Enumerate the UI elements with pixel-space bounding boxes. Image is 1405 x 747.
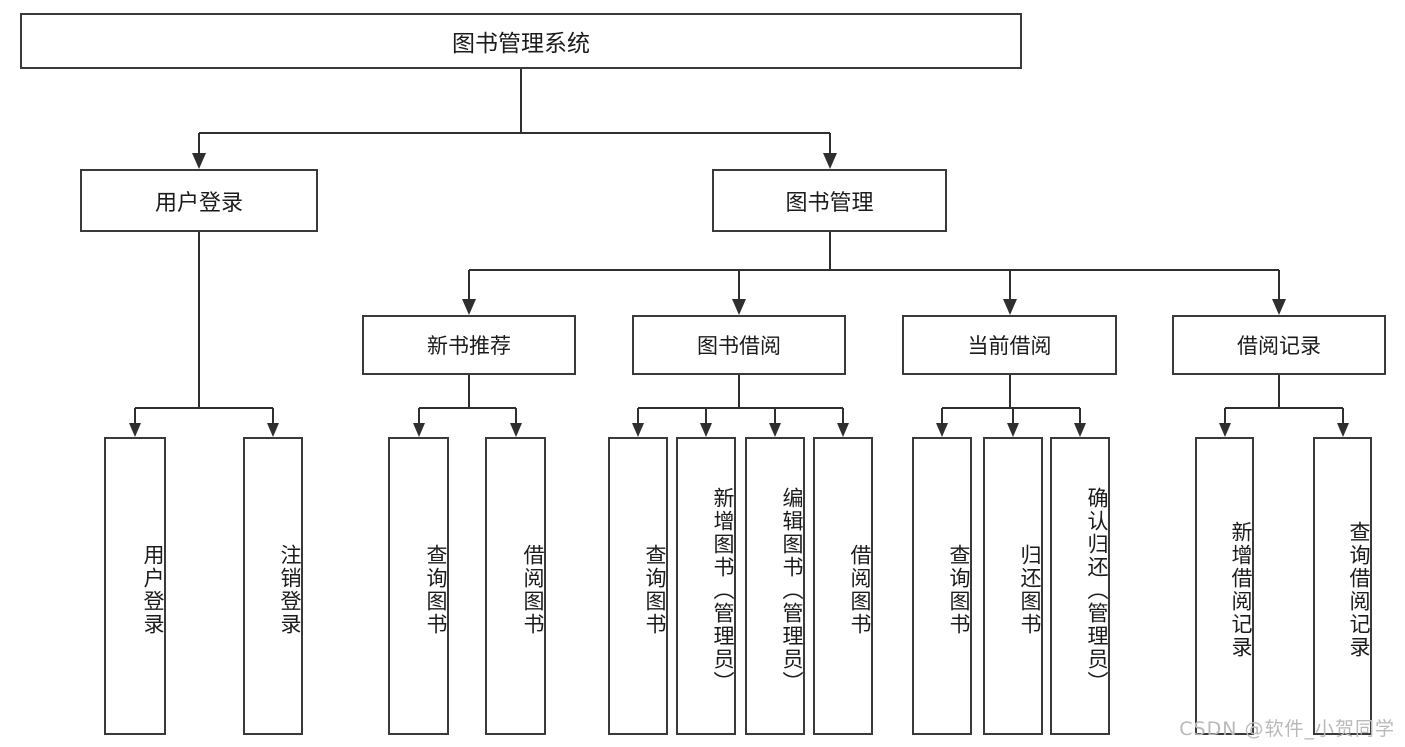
connector-to-level2-2 [1008, 270, 1011, 299]
node-label: 用户登录 [141, 544, 165, 636]
connector-to-level1-1 [828, 133, 831, 153]
node-leaf-0[interactable]: 用户登录 [104, 437, 166, 735]
connector-to-level2-3 [1278, 270, 1280, 299]
connector-user-bus [135, 407, 273, 409]
node-label: 借阅图书 [848, 544, 872, 636]
arrow-head-icon-leaf-2-0 [936, 423, 948, 437]
connector-book-bus [469, 269, 1279, 271]
connector-user-stem [198, 232, 200, 408]
arrow-head-icon-leaf-1-2 [769, 423, 781, 437]
node-label: 图书借阅 [697, 334, 781, 358]
node-leaf-6[interactable]: 编辑图书（管理员） [745, 437, 805, 735]
arrow-head-icon-level2-0 [462, 299, 476, 315]
connector-book-stem [828, 232, 831, 270]
connector-to-leaf-3-0 [1223, 408, 1226, 423]
arrow-head-icon-leaf-0-1 [509, 423, 522, 437]
node-leaf-10[interactable]: 确认归还（管理员） [1050, 437, 1110, 735]
connector-to-userleaf-1 [272, 408, 274, 423]
arrow-head-icon-leaf-2-1 [1007, 423, 1019, 437]
node-label: 新书推荐 [427, 334, 511, 358]
connector-to-leaf-0-1 [514, 408, 517, 423]
node-leaf-3[interactable]: 借阅图书 [485, 437, 546, 735]
arrow-head-icon-level2-2 [1002, 299, 1017, 315]
connector-stem-1 [738, 375, 740, 408]
node-label: 查询图书 [643, 544, 667, 636]
node-label: 图书管理 [785, 190, 874, 216]
arrow-head-icon-level1-0 [192, 153, 206, 169]
connector-to-userleaf-0 [134, 408, 136, 423]
csdn-watermark: CSDN @软件_小贺同学 [1179, 718, 1395, 740]
node-label: 图书管理系统 [452, 31, 590, 57]
connector-root-stem [520, 69, 522, 133]
connector-bus-3 [1224, 407, 1343, 409]
connector-bus-0 [418, 407, 516, 409]
node-leaf-8[interactable]: 查询图书 [912, 437, 972, 735]
node-leaf-9[interactable]: 归还图书 [983, 437, 1043, 735]
connector-to-leaf-2-0 [941, 408, 943, 423]
connector-to-level1-0 [198, 133, 200, 153]
connector-to-leaf-2-1 [1012, 408, 1014, 423]
arrow-head-icon-level1-1 [822, 153, 837, 169]
node-leaf-12[interactable]: 查询借阅记录 [1313, 437, 1372, 735]
arrow-head-icon-leaf-3-1 [1336, 423, 1349, 437]
connector-to-leaf-1-2 [774, 408, 776, 423]
arrow-head-icon-leaf-2-2 [1074, 423, 1086, 437]
node-leaf-5[interactable]: 新增图书（管理员） [676, 437, 736, 735]
arrow-head-icon-level2-1 [732, 299, 746, 315]
node-level2-2[interactable]: 当前借阅 [902, 315, 1117, 375]
connector-to-leaf-3-1 [1341, 408, 1344, 423]
connector-to-leaf-0-0 [417, 408, 420, 423]
node-level2-1[interactable]: 图书借阅 [632, 315, 846, 375]
node-leaf-7[interactable]: 借阅图书 [813, 437, 873, 735]
connector-stem-2 [1008, 375, 1011, 408]
node-level2-0[interactable]: 新书推荐 [362, 315, 576, 375]
arrow-head-icon-userleaf-1 [267, 423, 279, 437]
connector-to-level2-0 [468, 270, 470, 299]
node-label: 当前借阅 [967, 334, 1052, 358]
node-leaf-2[interactable]: 查询图书 [388, 437, 449, 735]
arrow-head-icon-leaf-3-0 [1218, 423, 1231, 437]
node-label: 查询借阅记录 [1347, 521, 1371, 659]
node-label: 新增图书（管理员） [711, 486, 735, 694]
node-level1-1[interactable]: 图书管理 [712, 169, 947, 232]
node-label: 查询图书 [424, 544, 448, 636]
node-label: 编辑图书（管理员） [780, 486, 804, 694]
arrow-head-icon-leaf-0-0 [412, 423, 425, 437]
connector-root-bus [199, 132, 830, 134]
node-label: 注销登录 [278, 544, 302, 636]
node-label: 借阅图书 [521, 544, 545, 636]
arrow-head-icon-leaf-1-1 [700, 423, 712, 437]
arrow-head-icon-leaf-1-0 [632, 423, 644, 437]
connector-to-leaf-1-1 [705, 408, 707, 423]
connector-to-level2-1 [738, 270, 740, 299]
node-leaf-4[interactable]: 查询图书 [608, 437, 668, 735]
arrow-head-icon-userleaf-0 [129, 423, 141, 437]
arrow-head-icon-leaf-1-3 [837, 423, 849, 437]
node-label: 用户登录 [154, 190, 243, 216]
node-label: 新增借阅记录 [1229, 521, 1253, 659]
arrow-head-icon-level2-3 [1272, 299, 1286, 315]
node-label: 查询图书 [947, 544, 971, 636]
connector-bus-2 [942, 407, 1080, 409]
connector-bus-1 [638, 407, 843, 409]
connector-to-leaf-2-2 [1079, 408, 1081, 423]
node-label: 确认归还（管理员） [1085, 486, 1109, 694]
node-level1-0[interactable]: 用户登录 [80, 169, 318, 232]
node-label: 归还图书 [1018, 544, 1042, 636]
node-level2-3[interactable]: 借阅记录 [1172, 315, 1386, 375]
connector-to-leaf-1-0 [637, 408, 639, 423]
node-leaf-1[interactable]: 注销登录 [243, 437, 303, 735]
node-root-图书管理系统[interactable]: 图书管理系统 [20, 13, 1022, 69]
connector-stem-0 [468, 375, 470, 408]
connector-to-leaf-1-3 [842, 408, 844, 423]
connector-stem-3 [1278, 375, 1280, 408]
node-label: 借阅记录 [1237, 334, 1321, 358]
node-leaf-11[interactable]: 新增借阅记录 [1195, 437, 1254, 735]
